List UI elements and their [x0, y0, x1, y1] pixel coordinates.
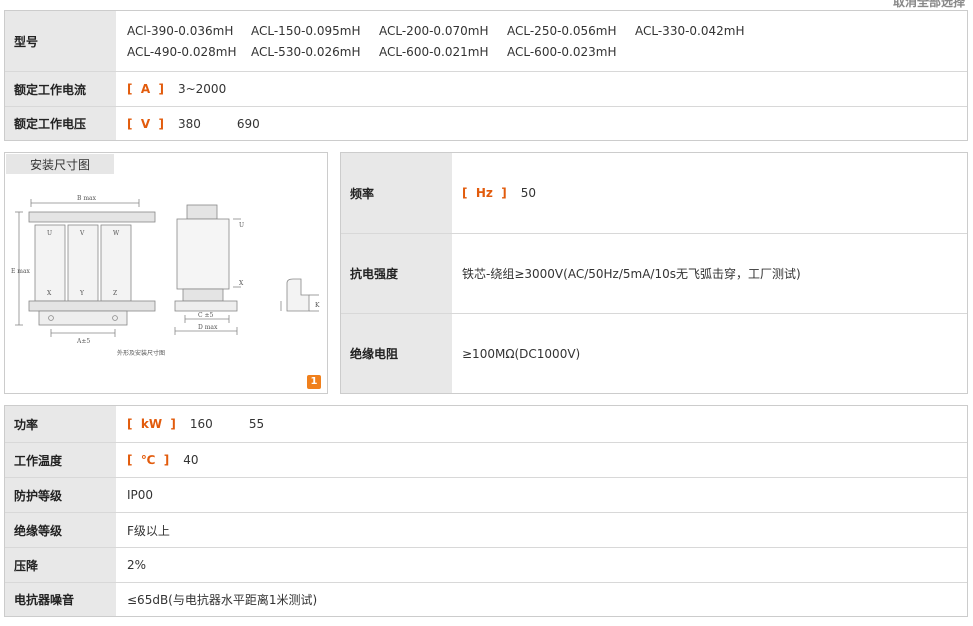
label-dielectric-strength: 抗电强度 — [341, 234, 452, 313]
value-temperature: [ ℃ ] 40 — [116, 443, 967, 477]
model-option[interactable]: ACL-600-0.021mH — [379, 44, 489, 59]
tab-installation-drawing[interactable]: 安装尺寸图 — [6, 154, 114, 174]
row-temperature: 工作温度 [ ℃ ] 40 — [5, 442, 967, 477]
cancel-all-selection-link[interactable]: 取消全部选择 — [892, 0, 965, 9]
model-option[interactable]: ACL-490-0.028mH — [127, 44, 237, 59]
value-model: ACl-390-0.036mH ACL-150-0.095mH ACL-200-… — [116, 11, 967, 71]
model-option[interactable]: ACL-150-0.095mH — [251, 23, 361, 38]
coil-label: Y — [79, 290, 85, 297]
dim-d-label: D max — [198, 324, 218, 331]
value-protection: IP00 — [127, 488, 154, 502]
installation-drawing-panel: 安装尺寸图 — [4, 152, 328, 394]
label-rated-current: 额定工作电流 — [5, 72, 116, 106]
label-insulation-class: 绝缘等级 — [5, 513, 116, 547]
model-option[interactable]: ACL-200-0.070mH — [379, 23, 489, 38]
value-insulation-resistance: ≥100MΩ(DC1000V) — [462, 346, 581, 361]
row-insulation-class: 绝缘等级 F级以上 — [5, 512, 967, 547]
label-model: 型号 — [5, 11, 116, 71]
value-power: [ kW ] 160 55 — [116, 406, 967, 442]
coil-label: W — [113, 230, 120, 237]
label-rated-voltage: 额定工作电压 — [5, 107, 116, 140]
label-power: 功率 — [5, 406, 116, 442]
value-rated-current: [ A ] 3~2000 — [116, 72, 967, 106]
value-rated-voltage: [ V ] 380 690 — [116, 107, 967, 140]
model-option[interactable]: ACL-530-0.026mH — [251, 44, 361, 59]
row-power: 功率 [ kW ] 160 55 — [5, 406, 967, 442]
unit-badge: [ V ] — [127, 116, 164, 131]
row-dielectric-strength: 抗电强度 铁芯-绕组≥3000V(AC/50Hz/5mA/10s无飞弧击穿，工厂… — [341, 233, 967, 313]
coil-label: Z — [113, 290, 117, 297]
model-list: ACl-390-0.036mH ACL-150-0.095mH ACL-200-… — [127, 24, 763, 59]
dim-a-label: A±5 — [76, 338, 90, 345]
voltage-option[interactable]: 380 — [177, 116, 201, 131]
coil-label: V — [79, 230, 85, 237]
value-frequency: [ Hz ] 50 — [452, 153, 967, 233]
dim-k-label: K — [315, 302, 320, 309]
label-insulation-resistance: 绝缘电阻 — [341, 314, 452, 393]
row-rated-voltage: 额定工作电压 [ V ] 380 690 — [5, 106, 967, 140]
side-label: U — [239, 222, 244, 229]
value-insulation-class: F级以上 — [127, 523, 170, 538]
unit-badge: [ kW ] — [127, 417, 176, 431]
power-option[interactable]: 160 — [189, 417, 213, 431]
spec-table-top: 型号 ACl-390-0.036mH ACL-150-0.095mH ACL-2… — [4, 10, 968, 141]
value-noise: ≤65dB(与电抗器水平距离1米测试) — [127, 593, 318, 607]
coil-label: X — [47, 290, 52, 297]
value-dielectric-strength: 铁芯-绕组≥3000V(AC/50Hz/5mA/10s无飞弧击穿，工厂测试) — [462, 267, 801, 281]
dim-b-label: B max — [77, 195, 97, 202]
row-noise: 电抗器噪音 ≤65dB(与电抗器水平距离1米测试) — [5, 582, 967, 616]
label-frequency: 频率 — [341, 153, 452, 233]
unit-badge: [ Hz ] — [462, 186, 507, 200]
dim-e-label: E max — [11, 268, 31, 275]
model-option[interactable]: ACl-390-0.036mH — [127, 23, 234, 38]
label-protection: 防护等级 — [5, 478, 116, 512]
current-option[interactable]: 3~2000 — [177, 82, 227, 96]
value-voltage-drop: 2% — [127, 558, 147, 572]
row-rated-current: 额定工作电流 [ A ] 3~2000 — [5, 71, 967, 106]
side-label: X — [239, 280, 244, 287]
row-insulation-resistance: 绝缘电阻 ≥100MΩ(DC1000V) — [341, 313, 967, 393]
voltage-option[interactable]: 690 — [236, 116, 260, 131]
frequency-option[interactable]: 50 — [520, 186, 536, 200]
coil-label: U — [47, 230, 52, 237]
label-voltage-drop: 压降 — [5, 548, 116, 582]
model-option[interactable]: ACL-250-0.056mH — [507, 23, 617, 38]
spec-panel-right: 频率 [ Hz ] 50 抗电强度 铁芯-绕组≥3000V(AC/50Hz/5m… — [340, 152, 968, 394]
drawing-caption: 外形及安装尺寸图 — [117, 349, 165, 357]
spec-table-bottom: 功率 [ kW ] 160 55 工作温度 [ ℃ ] 40 防护等级 IP00… — [4, 405, 968, 617]
row-voltage-drop: 压降 2% — [5, 547, 967, 582]
label-noise: 电抗器噪音 — [5, 583, 116, 616]
enlarge-badge-icon[interactable]: 1 — [307, 375, 321, 389]
unit-badge: [ A ] — [127, 82, 164, 96]
dimension-drawing[interactable]: B max E max U V W X Y Z A±5 U X C ±5 D m… — [5, 183, 327, 373]
label-temperature: 工作温度 — [5, 443, 116, 477]
power-option[interactable]: 55 — [248, 417, 265, 431]
top-bar: 取消全部选择 — [0, 0, 973, 10]
row-protection: 防护等级 IP00 — [5, 477, 967, 512]
model-option[interactable]: ACL-600-0.023mH — [507, 44, 617, 59]
dim-c-label: C ±5 — [198, 312, 214, 319]
model-option[interactable]: ACL-330-0.042mH — [635, 23, 745, 38]
temperature-option[interactable]: 40 — [183, 453, 199, 467]
row-frequency: 频率 [ Hz ] 50 — [341, 153, 967, 233]
row-model: 型号 ACl-390-0.036mH ACL-150-0.095mH ACL-2… — [5, 11, 967, 71]
unit-badge: [ ℃ ] — [127, 453, 170, 467]
